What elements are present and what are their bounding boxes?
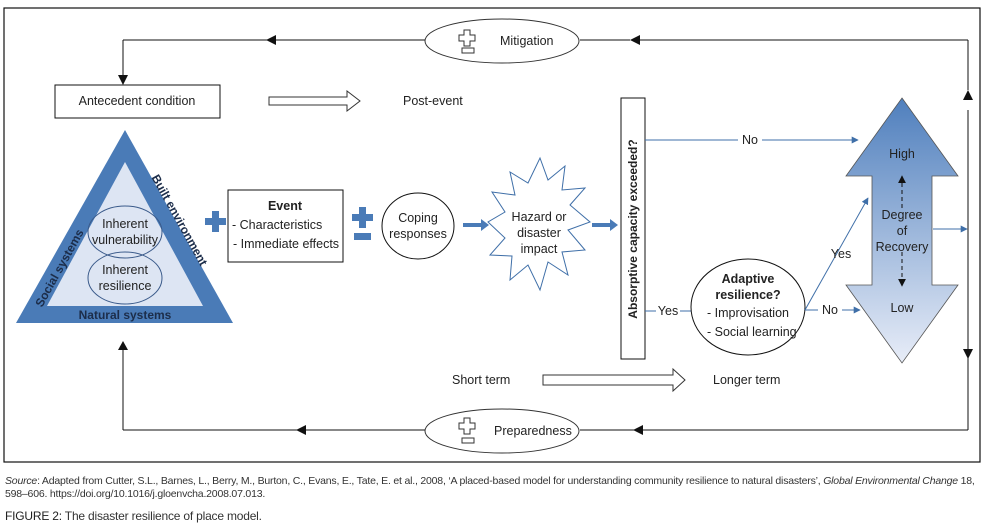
hazard-line3: impact [521, 242, 558, 256]
mitigation-node: Mitigation [424, 18, 580, 64]
mitigation-label: Mitigation [500, 34, 554, 48]
arrow-icon [592, 219, 618, 231]
inherent-res-line2: resilience [99, 279, 152, 293]
absorptive-label: Absorptive capacity exceeded? [626, 139, 640, 318]
coping-line1: Coping [398, 211, 438, 225]
inherent-vuln-line1: Inherent [102, 217, 148, 231]
plus-icon [458, 29, 476, 47]
absorptive-node: Absorptive capacity exceeded? [620, 97, 646, 360]
adaptive-title2: resilience? [715, 288, 780, 302]
inherent-vuln-line2: vulnerability [92, 233, 159, 247]
event-item: - Immediate effects [233, 237, 339, 251]
recovery-center1: Degree [882, 208, 923, 222]
figure-label: FIGURE 2: [5, 509, 62, 523]
preparedness-label: Preparedness [494, 424, 572, 438]
adaptive-node: Adaptive resilience? - Improvisation - S… [690, 258, 806, 356]
arrow-icon [463, 219, 489, 231]
event-item: - Characteristics [232, 218, 322, 232]
minus-icon [461, 437, 475, 444]
recovery-center3: Recovery [876, 240, 930, 254]
source-label: Source [5, 475, 38, 487]
antecedent-label: Antecedent condition [79, 94, 196, 108]
resilience-diagram: Mitigation Preparedness Antecedent condi… [3, 7, 981, 463]
edge-label-yes: Yes [658, 304, 678, 318]
preparedness-loop [118, 110, 973, 435]
hazard-line2: disaster [517, 226, 561, 240]
recovery-high: High [889, 147, 915, 161]
mitigation-loop [118, 35, 973, 100]
edge-label-yes-diagonal: Yes [831, 247, 851, 261]
recovery-low: Low [891, 301, 915, 315]
event-node: Event - Characteristics - Immediate effe… [227, 189, 344, 263]
preparedness-node: Preparedness [424, 408, 580, 454]
plus-icon [458, 417, 476, 435]
minus-icon [354, 233, 371, 240]
antecedent-node: Antecedent condition [54, 84, 221, 119]
recovery-arrow: High Low Degree of Recovery [845, 97, 959, 364]
plus-icon [352, 207, 373, 228]
adaptive-item: - Improvisation [707, 306, 789, 320]
hollow-arrow-icon [542, 367, 686, 393]
hazard-line1: Hazard or [512, 210, 567, 224]
short-term-label: Short term [452, 373, 510, 387]
source-text: : Adapted from Cutter, S.L., Barnes, L.,… [37, 475, 824, 487]
inherent-res-line1: Inherent [102, 263, 148, 277]
source-tail: 18, 598–606. https://doi.org/10.1016/j.g… [5, 475, 975, 500]
minus-icon [461, 47, 475, 54]
edge-label-no: No [742, 133, 758, 147]
natural-systems-label: Natural systems [79, 308, 172, 322]
hollow-arrow-icon [268, 89, 361, 113]
figure-caption: FIGURE 2: The disaster resilience of pla… [5, 510, 262, 523]
coping-node: Coping responses [381, 192, 455, 260]
longer-term-label: Longer term [713, 373, 780, 387]
journal-name: Global Environmental Change [823, 475, 958, 487]
figure-text: The disaster resilience of place model. [61, 509, 262, 523]
event-title: Event [268, 199, 303, 213]
coping-line2: responses [389, 227, 447, 241]
outer-frame [3, 7, 981, 463]
hazard-node: Hazard or disaster impact [487, 156, 591, 292]
edge-label-no-bottom: No [822, 303, 838, 317]
plus-icon [205, 211, 226, 232]
place-triangle: Inherent vulnerability Inherent resilien… [16, 130, 233, 323]
adaptive-item: - Social learning [707, 325, 797, 339]
adaptive-title1: Adaptive [722, 272, 775, 286]
recovery-center2: of [897, 224, 908, 238]
source-caption: Source: Adapted from Cutter, S.L., Barne… [5, 475, 985, 501]
post-event-label: Post-event [403, 94, 463, 108]
